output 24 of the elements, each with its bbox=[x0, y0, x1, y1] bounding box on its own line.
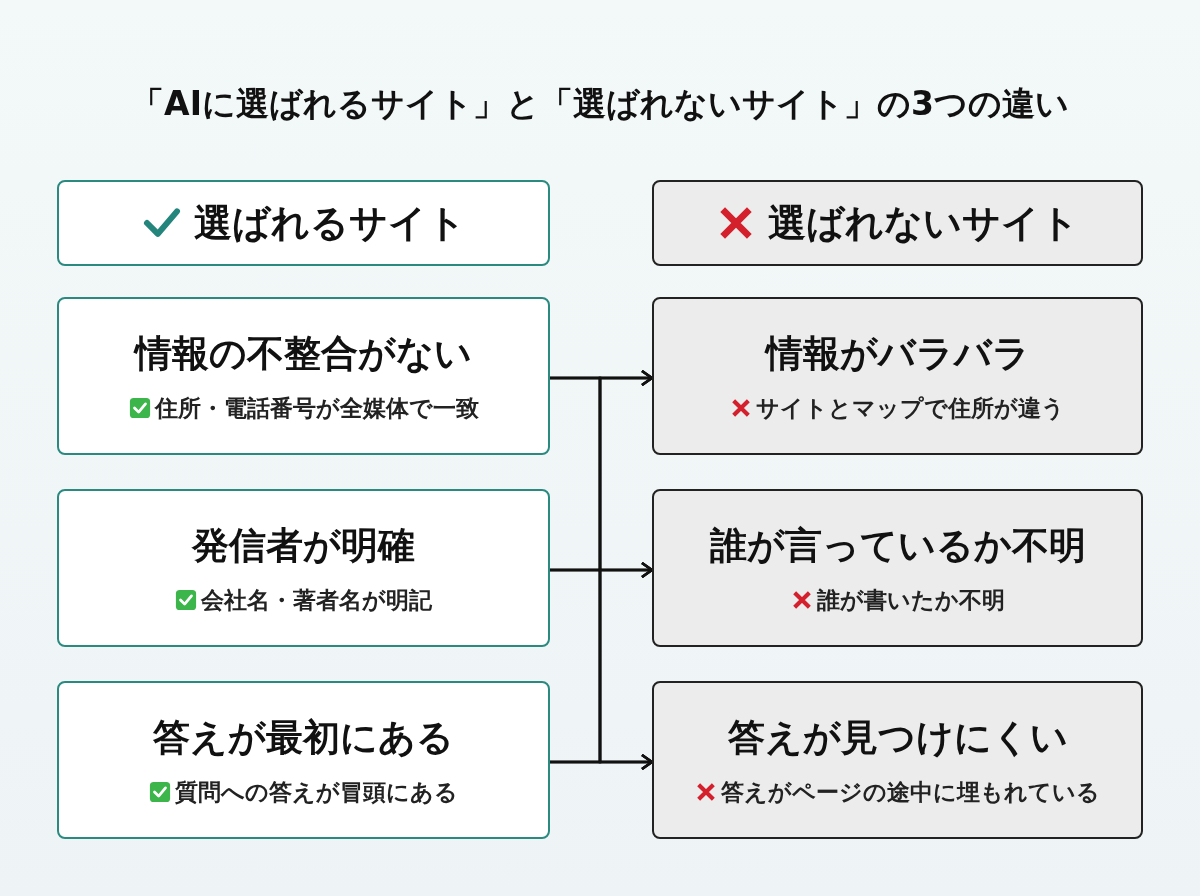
column-header-box bbox=[57, 180, 550, 266]
point-heading: 情報がバラバラ bbox=[765, 330, 1030, 377]
column-heading: 選ばれないサイト bbox=[768, 199, 1079, 247]
point-example: 会社名・著者名が明記 bbox=[201, 585, 432, 615]
point-heading: 情報の不整合がない bbox=[135, 330, 472, 377]
point-heading: 発信者が明確 bbox=[192, 522, 415, 569]
point-example: サイトとマップで住所が違う bbox=[756, 393, 1065, 423]
column-heading: 選ばれるサイト bbox=[193, 199, 466, 247]
column-header-box bbox=[652, 180, 1143, 266]
connector-arrow bbox=[550, 753, 654, 771]
point-example: 住所・電話番号が全媒体で一致 bbox=[154, 393, 479, 423]
point-example: 質問への答えが冒頭にある bbox=[175, 777, 458, 807]
bad-point-box bbox=[652, 297, 1143, 455]
point-heading: 誰が言っているか不明 bbox=[709, 522, 1086, 569]
bad-point-box bbox=[652, 681, 1143, 839]
good-point-box bbox=[57, 681, 550, 839]
point-example: 答えがページの途中に埋もれている bbox=[721, 777, 1100, 807]
good-point-box bbox=[57, 489, 550, 647]
diagram-title: 「AIに選ばれるサイト」と「選ばれないサイト」の3つの違い bbox=[130, 83, 1070, 125]
point-example: 誰が書いたか不明 bbox=[816, 585, 1005, 615]
bad-point-box bbox=[652, 489, 1143, 647]
point-heading: 答えが見つけにくい bbox=[727, 714, 1068, 761]
good-point-box bbox=[57, 297, 550, 455]
point-heading: 答えが最初にある bbox=[153, 714, 454, 761]
